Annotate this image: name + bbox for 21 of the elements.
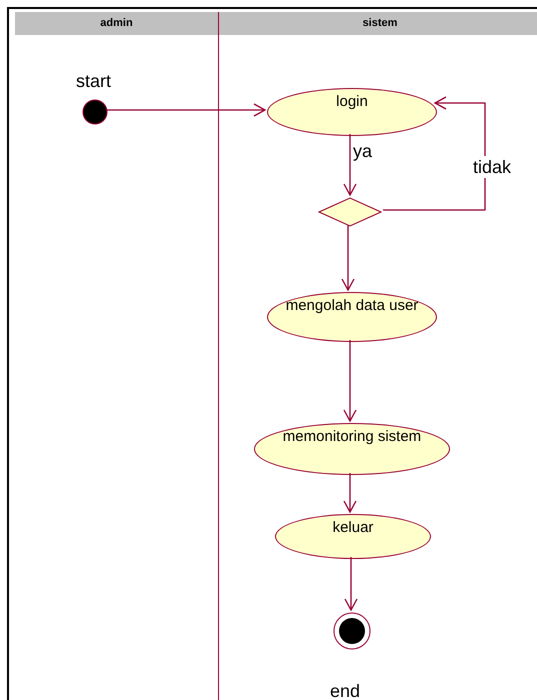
decision-diamond — [318, 197, 382, 227]
arrow — [344, 557, 358, 611]
activity-box: memonitoring sistem — [254, 423, 450, 475]
arrow — [341, 225, 355, 291]
arrow — [106, 103, 266, 117]
arrow — [343, 134, 357, 196]
arrow — [343, 473, 357, 513]
start-node — [82, 99, 108, 125]
swimlane — [15, 12, 219, 700]
activity-box: keluar — [275, 514, 431, 559]
lane-header: sistem — [219, 12, 537, 35]
swimlane — [219, 12, 537, 700]
node-caption: end — [330, 680, 360, 700]
activity-box: login — [267, 88, 437, 136]
end-node — [333, 612, 371, 650]
arrow — [383, 96, 486, 211]
activity-box: mengolah data user — [267, 292, 437, 342]
arrow — [343, 340, 357, 422]
lane-header: admin — [15, 12, 218, 35]
edge-label: tidak — [472, 156, 512, 178]
node-caption: start — [76, 70, 112, 92]
